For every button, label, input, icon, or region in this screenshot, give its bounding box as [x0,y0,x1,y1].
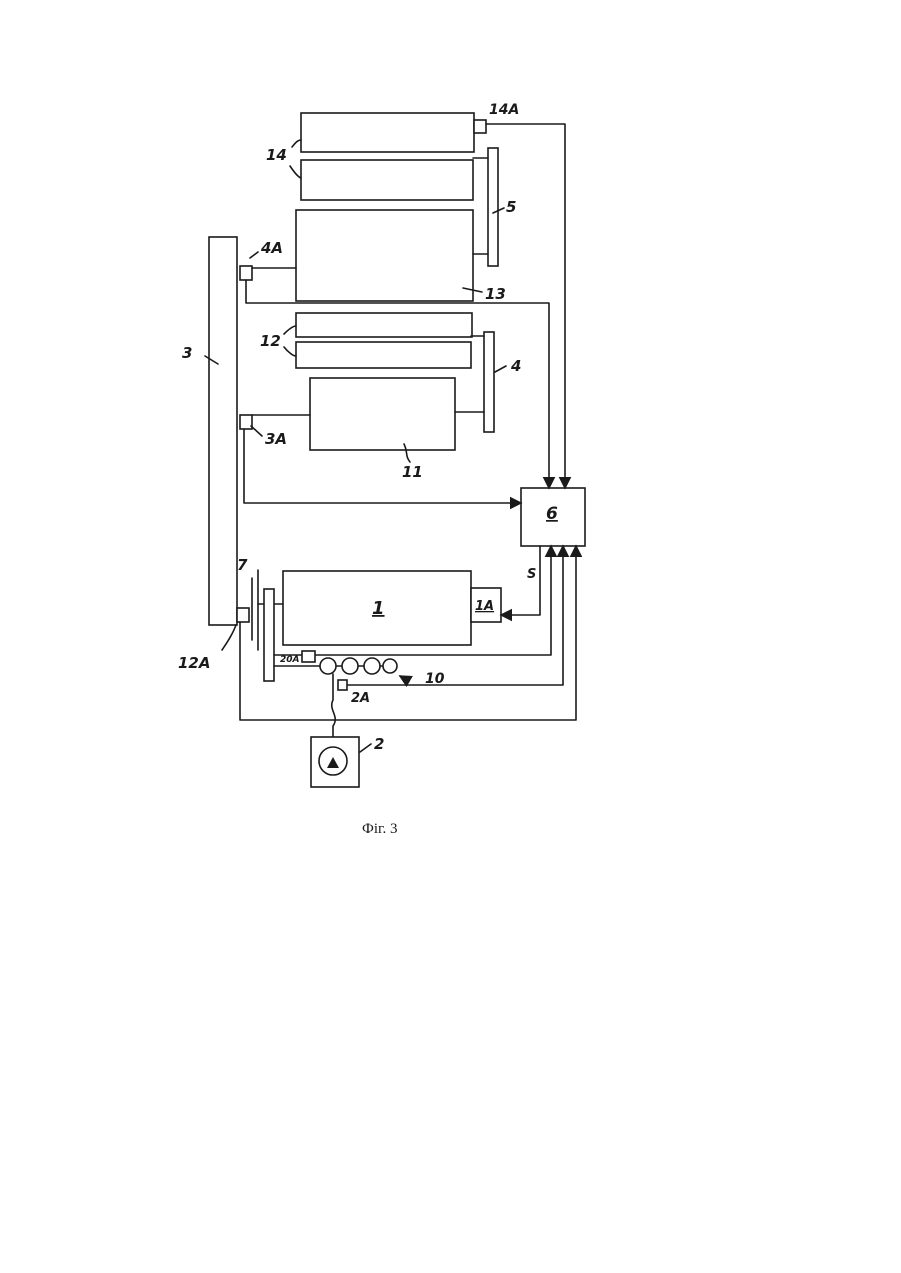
leader-14a [292,140,301,147]
figure-caption: Фіг. 3 [362,821,397,837]
box-14-upper [301,113,474,152]
valve-3 [364,658,380,674]
box-11 [310,378,455,450]
label-7: 7 [237,556,248,574]
label-20A: 20A [280,655,300,665]
box-14-lower [301,160,473,200]
leader-14b [290,166,301,178]
label-11: 11 [402,463,423,481]
bar-20 [264,589,274,681]
leader-4A [250,252,258,258]
leader-3A [251,426,262,436]
label-12: 12 [260,332,281,350]
label-13: 13 [485,285,506,303]
sensor-12A [237,608,249,622]
bar-3 [209,237,237,625]
sensor-3A [240,415,252,429]
leader-2 [360,744,371,752]
valve-4 [383,659,397,673]
sensor-4A [240,266,252,280]
label-14A: 14A [489,102,519,118]
label-12A: 12A [178,654,210,672]
leader-4 [495,366,506,372]
sensor-14A [474,120,486,133]
coupling-7 [252,570,258,650]
box-13 [296,210,473,301]
sensor-20A [302,651,315,662]
label-4A: 4A [260,239,283,257]
leader-12b [284,347,296,356]
label-10: 10 [425,671,445,687]
leader-12A [222,625,236,650]
label-6: 6 [546,504,558,524]
box-12-upper [296,313,472,337]
pointer-10 [400,676,407,680]
sensor-2A [338,680,347,690]
label-S: S [527,567,536,582]
label-1: 1 [372,598,385,619]
valve-1 [320,658,336,674]
label-14: 14 [266,146,287,164]
box-12-lower [296,342,471,368]
label-4: 4 [510,357,521,375]
label-2A: 2A [351,691,370,706]
bar-5 [488,148,498,266]
label-1A: 1A [475,599,494,614]
bar-4 [484,332,494,432]
label-3: 3 [182,344,192,362]
leader-12a [284,326,296,334]
label-3A: 3A [265,430,287,448]
label-5: 5 [506,198,516,216]
label-2: 2 [374,735,384,753]
valve-2 [342,658,358,674]
